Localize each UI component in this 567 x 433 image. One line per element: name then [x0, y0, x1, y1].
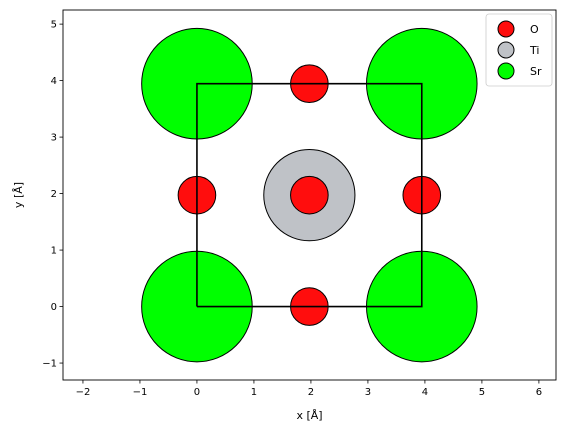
legend-label-sr: Sr	[530, 65, 542, 78]
y-tick-label: 0	[51, 302, 57, 313]
x-tick-label: 1	[251, 387, 257, 398]
axes-layer: −2 −1 0 1 2 3 4 5 6 −1 0 1 2 3 4 5 x [Å] y [Å]	[12, 9, 557, 422]
y-tick-label: 5	[51, 20, 57, 31]
x-tick-label: 0	[194, 387, 200, 398]
x-tick-label: 2	[308, 387, 314, 398]
x-tick-label: 5	[479, 387, 485, 398]
legend-marker-ti	[497, 41, 515, 59]
x-tick-label: −1	[133, 387, 148, 398]
x-tick-label: 6	[536, 387, 542, 398]
axes-frame	[62, 9, 557, 381]
unit-cell-layer	[196, 82, 423, 308]
x-axis-label: x [Å]	[296, 409, 322, 422]
y-axis-label: y [Å]	[12, 182, 25, 208]
legend-label-ti: Ti	[529, 44, 539, 57]
y-tick-label: 2	[51, 189, 57, 200]
unit-cell-outline	[196, 82, 423, 308]
x-tick-label: 3	[365, 387, 371, 398]
legend-marker-sr	[497, 62, 515, 80]
atom-o	[290, 175, 329, 215]
legend-label-o: O	[530, 23, 539, 36]
x-tick-label: 4	[422, 387, 428, 398]
y-tick-label: 1	[51, 246, 57, 257]
legend-box	[485, 13, 553, 87]
y-tick-label: 3	[51, 133, 57, 144]
x-tick-label: −2	[76, 387, 91, 398]
legend-marker-o	[497, 20, 515, 38]
atoms-layer	[141, 27, 478, 363]
y-tick-label: 4	[51, 76, 57, 87]
y-tick-label: −1	[42, 359, 57, 370]
